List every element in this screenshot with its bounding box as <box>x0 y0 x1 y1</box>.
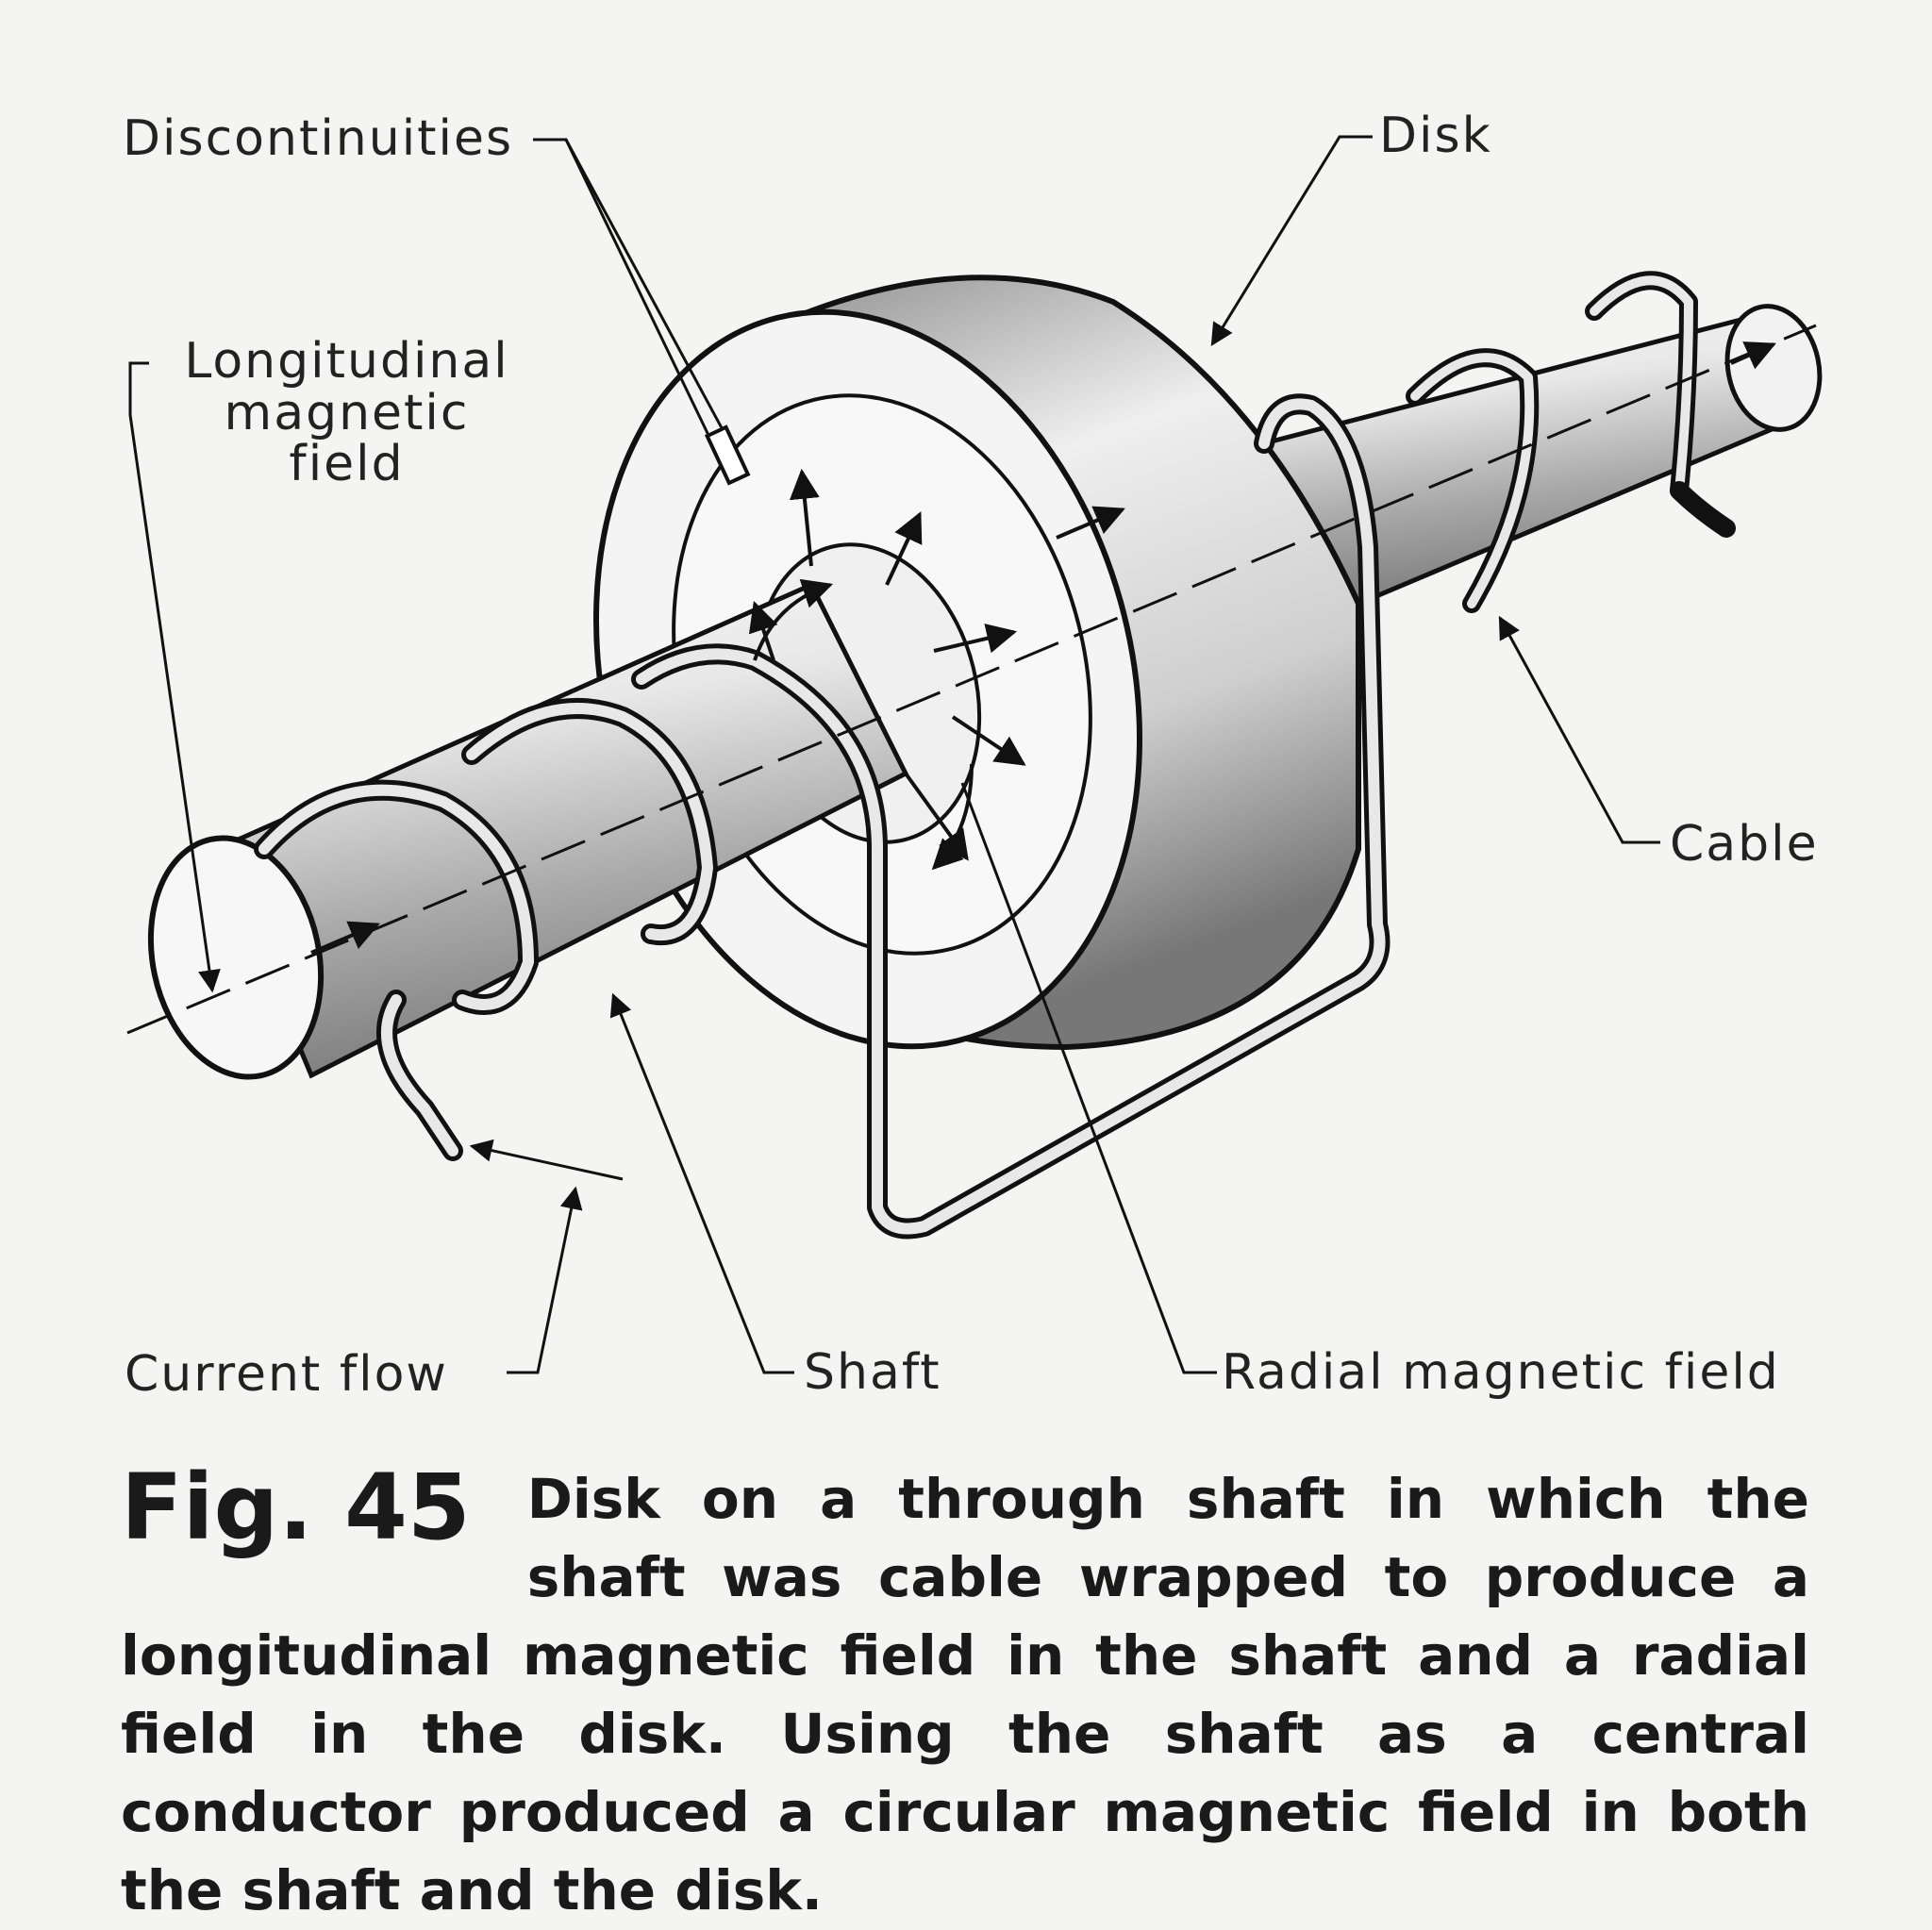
discontinuity-markers <box>704 424 751 486</box>
figure-caption: Fig. 45 Disk on a through shaft in which… <box>121 1460 1809 1930</box>
leader-lines <box>128 135 1660 1374</box>
label-longitudinal-magnetic-field: Longitudinal magnetic field <box>184 333 509 493</box>
label-cable: Cable <box>1670 816 1819 873</box>
cable <box>254 271 1736 1240</box>
label-radial-magnetic-field: Radial magnetic field <box>1222 1344 1780 1401</box>
leader-shaft <box>609 992 794 1374</box>
label-current-flow: Current flow <box>125 1346 448 1403</box>
leader-cable <box>1498 615 1660 844</box>
shaft-axis <box>126 324 1817 1035</box>
shaft-disk-illustration <box>126 135 1823 1374</box>
label-disk: Disk <box>1379 108 1492 164</box>
label-shaft: Shaft <box>804 1344 941 1401</box>
caption-text: Disk on a through shaft in which the sha… <box>121 1467 1809 1922</box>
leader-radial <box>960 782 1217 1374</box>
label-discontinuities: Discontinuities <box>123 110 514 167</box>
longitudinal-field-arrows <box>310 341 1776 955</box>
leader-disk <box>1210 135 1373 347</box>
figure-number: Fig. 45 <box>121 1455 471 1560</box>
radial-field-arrows <box>748 468 1026 871</box>
leader-longitudinal <box>128 361 221 993</box>
leader-current-flow <box>507 1186 583 1374</box>
